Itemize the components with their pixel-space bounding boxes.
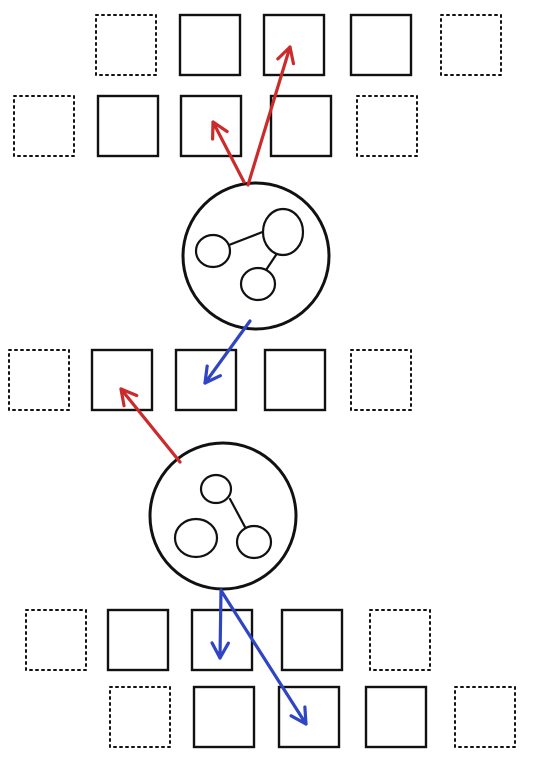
lower-graph-node [148, 441, 298, 591]
arrow-shaft [246, 45, 292, 187]
graph-edge [228, 497, 247, 529]
dashed-cell [8, 349, 70, 411]
arrow-shaft [203, 319, 252, 385]
dashed-cell [109, 686, 171, 748]
blue-arrow-upper-down [203, 319, 252, 385]
arrow-head [211, 120, 229, 141]
graph-vertex [261, 207, 305, 257]
solid-cell [277, 685, 341, 749]
graph-edge [264, 253, 278, 272]
solid-cell [174, 348, 238, 412]
graph-vertex [239, 266, 277, 302]
arrow-head [289, 705, 308, 726]
row-2 [13, 94, 418, 158]
red-arrow-upper-right [246, 45, 296, 187]
arrow-head [276, 45, 296, 66]
row-3 [8, 348, 412, 412]
outer-circle [148, 441, 298, 591]
blue-arrow-lower-long [220, 590, 308, 726]
solid-cell [262, 13, 326, 77]
blue-arrow-lower-short [210, 588, 230, 660]
solid-cell [269, 94, 333, 158]
solid-cell [179, 94, 243, 158]
dashed-cell [95, 14, 157, 76]
graph-vertex [194, 233, 232, 269]
dashed-cell [356, 95, 418, 157]
arrow-shaft [119, 387, 182, 464]
arrow-head [203, 364, 222, 385]
graph-vertex [235, 524, 273, 560]
red-arrow-upper-left [211, 120, 246, 184]
solid-cell [192, 685, 256, 749]
solid-cell [263, 348, 327, 412]
outer-circle [181, 181, 331, 331]
graph-vertex [173, 517, 219, 559]
solid-cell [96, 94, 160, 158]
solid-cell [364, 685, 428, 749]
arrow-head [119, 387, 139, 408]
dashed-cell [350, 349, 412, 411]
dashed-cell [369, 609, 431, 671]
arrow-head [210, 641, 230, 660]
arrow-shaft [211, 120, 246, 184]
solid-cell [349, 13, 413, 77]
solid-cell [90, 348, 154, 412]
dashed-cell [13, 95, 75, 157]
arrow-shaft [218, 588, 223, 660]
solid-cell [280, 608, 344, 672]
row-4 [25, 608, 431, 672]
red-arrow-lower [119, 387, 182, 464]
dashed-cell [440, 14, 502, 76]
solid-cell [106, 608, 170, 672]
graph-vertex [199, 473, 233, 505]
dashed-cell [25, 609, 87, 671]
row-1 [95, 13, 502, 77]
solid-cell [178, 13, 242, 77]
row-5 [109, 685, 516, 749]
dashed-cell [454, 686, 516, 748]
arrow-shaft [220, 590, 308, 726]
upper-graph-node [181, 181, 331, 331]
graph-edge [227, 229, 267, 247]
